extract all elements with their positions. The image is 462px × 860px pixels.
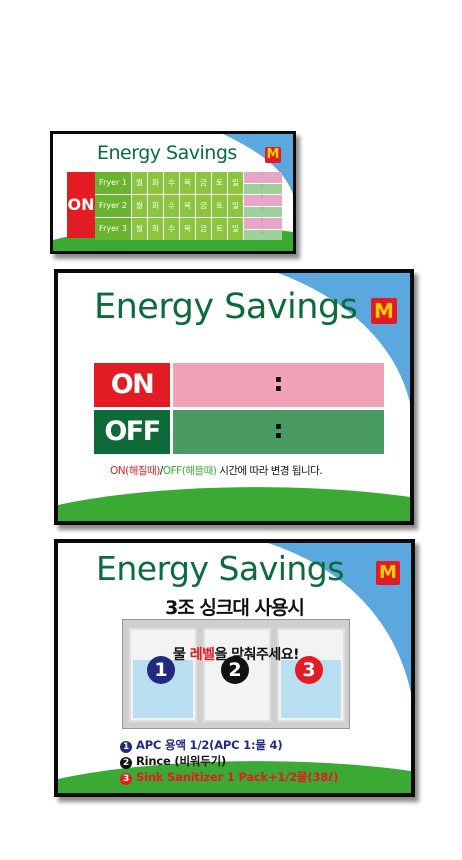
on-off-schedule-card: Energy Savings M ON : OFF : ON(해질때)/OFF(…: [54, 269, 414, 525]
fryer-row: Fryer 3 월 화 수 목 금 토 일 : :: [95, 216, 282, 240]
off-label: OFF: [94, 410, 170, 454]
notice-text: 물: [172, 647, 190, 663]
fryer-row: Fryer 2 월 화 수 목 금 토 일 : :: [95, 193, 282, 217]
fryer-schedule-card: Energy Savings M ON Fryer 1 월 화 수 목 금 토 …: [50, 131, 296, 254]
day-cell: 일: [228, 218, 244, 240]
step-number-badge: 2: [120, 757, 132, 769]
day-cell: 월: [132, 218, 148, 240]
card-subtitle: 3조 싱크대 사용시: [165, 597, 305, 619]
time-slot: : :: [244, 170, 282, 194]
sink-usage-card: Energy Savings M 3조 싱크대 사용시 1 2 3 물 레벨을 …: [54, 539, 415, 797]
on-time-row: ON :: [94, 363, 384, 407]
notice-text: 을 맞춰주세요!: [214, 647, 300, 663]
three-compartment-sink: 1 2 3 물 레벨을 맞춰주세요!: [122, 619, 350, 729]
day-cell: 목: [180, 172, 196, 194]
instruction-item: 2 Rince (비워두기): [120, 753, 226, 769]
instruction-item: 1 APC 용액 1/2(APC 1:물 4): [120, 737, 283, 753]
step-number-badge: 1: [120, 741, 132, 753]
notice-highlight: 레벨: [189, 647, 215, 663]
day-cell: 금: [196, 195, 212, 217]
mcdonalds-logo-icon: M: [371, 298, 397, 324]
time-separator: :: [261, 170, 264, 177]
off-time-field: :: [173, 410, 384, 454]
day-cell: 화: [148, 195, 164, 217]
card-title: Energy Savings: [96, 549, 344, 588]
note-rest: 시간에 따라 변경 됩니다.: [216, 465, 323, 477]
instruction-item: 3 Sink Sanitizer 1 Pack+1/2물(38ℓ): [120, 769, 339, 785]
time-separator: :: [261, 193, 264, 200]
mcdonalds-logo-icon: M: [376, 561, 400, 585]
schedule-note: ON(해질때)/OFF(해뜰때) 시간에 따라 변경 됩니다.: [110, 463, 323, 478]
fryer-name: Fryer 1: [95, 172, 132, 194]
mcdonalds-logo-icon: M: [265, 147, 281, 163]
day-cell: 월: [132, 172, 148, 194]
time-slot: : :: [244, 193, 282, 217]
on-label: ON: [94, 363, 170, 407]
day-cell: 목: [180, 218, 196, 240]
day-cell: 월: [132, 195, 148, 217]
fryer-name: Fryer 2: [95, 195, 132, 217]
note-on: ON(해질때): [110, 465, 160, 477]
card-title: Energy Savings: [94, 287, 358, 327]
sink-basin: 3: [277, 628, 345, 722]
day-cell: 화: [148, 172, 164, 194]
fryer-row: Fryer 1 월 화 수 목 금 토 일 : :: [95, 170, 282, 194]
day-cell: 토: [212, 218, 228, 240]
sink-basin: 2: [203, 628, 271, 722]
on-label: ON: [67, 172, 95, 238]
day-cell: 수: [164, 218, 180, 240]
card-background: [58, 543, 411, 793]
day-cell: 토: [212, 195, 228, 217]
instruction-text: Rince (비워두기): [136, 754, 227, 768]
time-separator: :: [261, 181, 264, 189]
step-number-badge: 3: [120, 773, 132, 785]
day-cell: 금: [196, 172, 212, 194]
day-cell: 수: [164, 172, 180, 194]
day-cell: 일: [228, 195, 244, 217]
time-separator: :: [261, 227, 264, 235]
time-slot: : :: [244, 216, 282, 240]
basin-number-badge: 1: [147, 656, 175, 684]
day-cell: 화: [148, 218, 164, 240]
day-cell: 목: [180, 195, 196, 217]
time-separator: :: [261, 216, 264, 223]
on-time-field: :: [173, 363, 384, 407]
time-separator: :: [261, 204, 264, 212]
basin-number-badge: 2: [221, 656, 249, 684]
note-off: OFF(해뜰때): [162, 465, 217, 477]
off-time-row: OFF :: [94, 410, 384, 454]
basin-number-badge: 3: [295, 656, 323, 684]
instruction-text: APC 용액 1/2(APC 1:물 4): [136, 738, 283, 752]
day-cell: 토: [212, 172, 228, 194]
fryer-name: Fryer 3: [95, 218, 132, 240]
card-title: Energy Savings: [97, 142, 237, 164]
water-level-notice: 물 레벨을 맞춰주세요!: [123, 644, 349, 664]
instruction-text: Sink Sanitizer 1 Pack+1/2물(38ℓ): [136, 770, 339, 784]
note-slash: /: [159, 465, 164, 477]
day-cell: 금: [196, 218, 212, 240]
day-cell: 수: [164, 195, 180, 217]
sink-basin: 1: [129, 628, 197, 722]
day-cell: 일: [228, 172, 244, 194]
